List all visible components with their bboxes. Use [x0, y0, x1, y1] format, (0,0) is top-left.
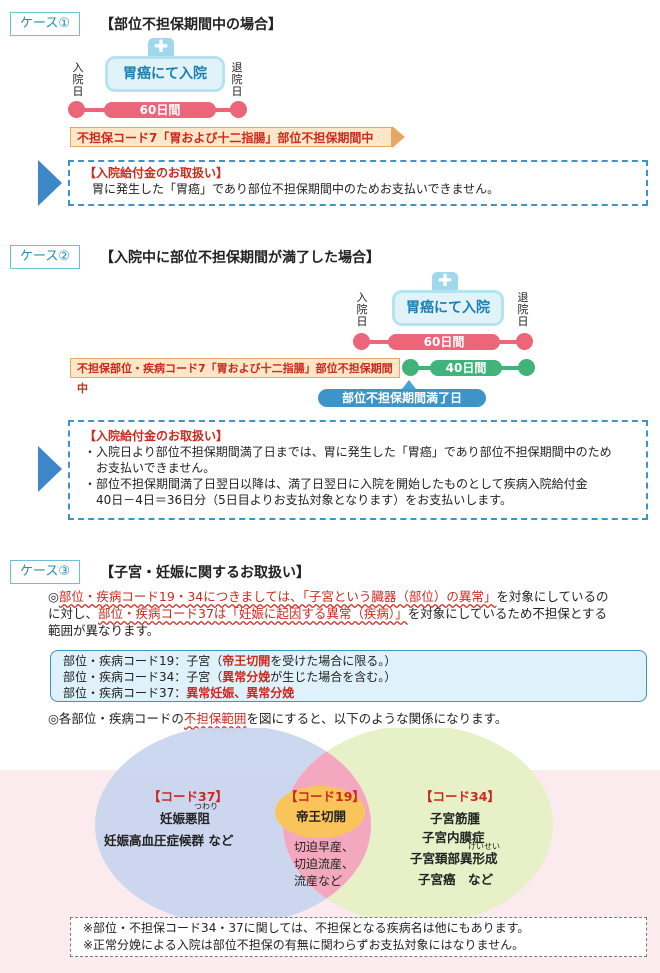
venn-c34-head: 【コード34】 [420, 789, 500, 804]
case2-hospital: ✚ 胃癌にて入院 [392, 272, 504, 332]
hospital-label: 胃癌にて入院 [392, 290, 504, 326]
venn-c34-item2: 子宮内膜症 [422, 830, 485, 845]
venn-c37-item2: 妊娠高血圧症候群 など [104, 833, 234, 848]
p2-red: 不担保範囲 [183, 711, 247, 726]
venn-overlap-3: 流産など [294, 874, 343, 888]
case1-discharge-label: 退院日 [231, 61, 243, 98]
case2-covered-days: 40日間 [430, 360, 502, 376]
p1-mark: ◎ [48, 589, 59, 604]
venn-c37-item1: 妊娠悪阻 [160, 811, 211, 826]
case3-tag: ケース③ [10, 560, 80, 584]
venn-c34-ruby: けいせい [468, 842, 500, 851]
p2-pre: ◎各部位・疾病コードの [48, 711, 184, 726]
case2-title: 【入院中に部位不担保期間が満了した場合】 [100, 250, 380, 266]
case2-note-line4: 40日－4日＝36日分（5日目よりお支払対象となります）をお支払いします。 [96, 493, 513, 507]
case2-note: 【入院給付金のお取扱い】 ・入院日より部位不担保期間満了日までは、胃に発生した「… [68, 420, 648, 520]
venn-circle-19 [275, 786, 365, 838]
case1-title: 【部位不担保期間中の場合】 [100, 17, 282, 33]
venn-overlap-1: 切迫早産、 [294, 840, 355, 854]
case2-covered-end-dot [518, 359, 535, 376]
p1-line2-pre: に対し、 [48, 606, 99, 621]
venn-c34-item1: 子宮筋腫 [430, 811, 481, 826]
box-l2-pre: 部位・疾病コード34：子宮（ [63, 670, 223, 684]
case2-covered-start-dot [402, 359, 419, 376]
p2-post: を図にすると、以下のような関係になります。 [246, 711, 508, 726]
case2-note-line3: ・部位不担保期間満了日翌日以降は、満了日翌日に入院を開始したものとして疾病入院給… [84, 477, 588, 491]
case2-expiry-marker-icon [402, 380, 416, 389]
p1-red1: 部位・疾病コード19・34につきましては、「子宮という臓器（部位）の異常」 [58, 589, 497, 604]
box-l1-pre: 部位・疾病コード19：子宮（ [63, 654, 223, 668]
case3-footnote-box: ※部位・不担保コード34・37に関しては、不担保となる疾病名は他にもあります。 … [70, 917, 647, 957]
hospital-cross-icon: ✚ [432, 272, 458, 290]
venn-c37-head: 【コード37】 [148, 789, 228, 804]
venn-c19-head: 【コード19】 [285, 789, 365, 804]
case2-admission-label: 入院日 [356, 291, 368, 328]
case2-tag: ケース② [10, 245, 80, 269]
case2-expiry-label: 部位不担保期間満了日 [318, 389, 486, 407]
case3-paragraph2: ◎各部位・疾病コードの不担保範囲を図にすると、以下のような関係になります。 [48, 710, 507, 727]
case1-start-dot [68, 101, 85, 118]
venn-diagram [95, 728, 553, 925]
box-l2-post: が生じた場合を含む。） [270, 670, 397, 684]
p1-line3: 範囲が異なります。 [48, 623, 160, 638]
case2-discharge-label: 退院日 [517, 291, 529, 328]
venn-c37-ruby: つわり [194, 802, 218, 811]
box-l2-red: 異常分娩 [222, 670, 271, 684]
case1-stay-days: 60日間 [104, 102, 216, 118]
case3-title: 【子宮・妊娠に関するお取扱い】 [100, 565, 310, 581]
case2-start-dot [353, 333, 370, 350]
footnote-1: ※部位・不担保コード34・37に関しては、不担保となる疾病名は他にもあります。 [83, 921, 530, 935]
case1-hospital: ✚ 胃癌にて入院 [105, 38, 225, 98]
venn-c34-item4: 子宮癌 など [418, 872, 494, 887]
case2-note-line2: お支払いできません。 [96, 461, 216, 475]
venn-overlap-2: 切迫流産、 [294, 857, 355, 871]
box-l3-red: 異常妊娠、異常分娩 [186, 686, 295, 700]
hospital-cross-icon: ✚ [148, 38, 174, 56]
p1-line2-post: を対象にしているため不担保とする [407, 606, 607, 621]
case1-note-head: 【入院給付金のお取扱い】 [84, 166, 229, 180]
p1-red2: 部位・疾病コード37は「妊娠に起因する異常（疾病）」 [98, 606, 408, 621]
case2-note-head: 【入院給付金のお取扱い】 [84, 429, 229, 443]
case2-pointer-icon [38, 446, 62, 492]
case1-period-arrow-icon [392, 126, 405, 148]
case1-pointer-icon [38, 160, 62, 206]
case1-note-body: 胃に発生した「胃癌」であり部位不担保期間中のためお支払いできません。 [92, 182, 500, 196]
case3-paragraph1: ◎部位・疾病コード19・34につきましては、「子宮という臓器（部位）の異常」を対… [48, 588, 648, 639]
case3-code-box: 部位・疾病コード19：子宮（帝王切開を受けた場合に限る。） 部位・疾病コード34… [50, 650, 647, 702]
case2-end-dot [516, 333, 533, 350]
box-l3-pre: 部位・疾病コード37： [63, 686, 187, 700]
case1-tag: ケース① [10, 12, 80, 36]
venn-c34-item3: 子宮頚部異形成 [410, 851, 498, 866]
hospital-label: 胃癌にて入院 [105, 56, 225, 92]
case1-period-bar: 不担保コード7「胃および十二指腸」部位不担保期間中 [70, 127, 392, 147]
case1-end-dot [230, 101, 247, 118]
case2-period-bar: 不担保部位・疾病コード7「胃および十二指腸」部位不担保期間中 [70, 358, 400, 395]
case1-note: 【入院給付金のお取扱い】 胃に発生した「胃癌」であり部位不担保期間中のためお支払… [68, 160, 648, 206]
p1-mid: を対象にしているの [496, 589, 609, 604]
box-l1-red: 帝王切開 [222, 654, 271, 668]
case2-stay-days: 60日間 [388, 334, 500, 350]
case2-note-line1: ・入院日より部位不担保期間満了日までは、胃に発生した「胃癌」であり部位不担保期間… [84, 445, 612, 459]
venn-c19-item1: 帝王切開 [296, 809, 347, 824]
box-l1-post: を受けた場合に限る。） [270, 654, 397, 668]
case1-admission-label: 入院日 [72, 61, 84, 98]
footnote-2: ※正常分娩による入院は部位不担保の有無に関わらずお支払対象にはなりません。 [83, 938, 525, 952]
